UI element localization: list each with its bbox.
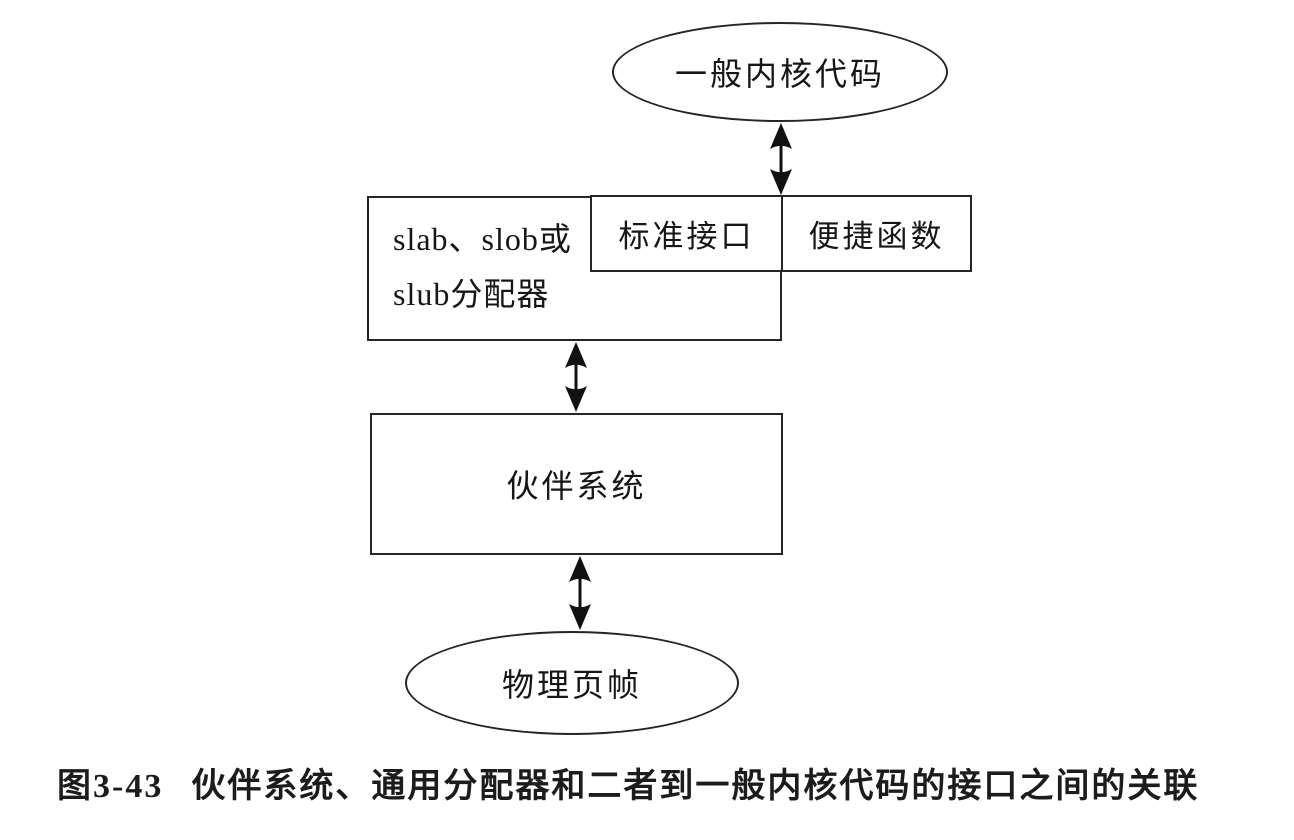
node-convenience-functions: 便捷函数: [781, 195, 972, 272]
node-standard-interface: 标准接口: [590, 195, 783, 272]
figure-caption: 图3-43 伙伴系统、通用分配器和二者到一般内核代码的接口之间的关联: [57, 758, 1287, 807]
allocator-label-line2: slub分配器: [393, 276, 550, 312]
standard-interface-label: 标准接口: [618, 219, 755, 254]
node-physical-page-frames: 物理页帧: [405, 631, 739, 735]
allocator-label-line1: slab、slob或: [393, 221, 572, 257]
double-arrow-allocator-to-buddy-icon: [565, 342, 587, 412]
node-physical-page-frames-label: 物理页帧: [501, 667, 642, 703]
buddy-system-label: 伙伴系统: [506, 468, 647, 504]
figure-number: 图3-43: [57, 768, 164, 805]
node-buddy-system: 伙伴系统: [370, 413, 783, 555]
double-arrow-kernel-to-interface-icon: [770, 123, 792, 195]
double-arrow-buddy-to-pages-icon: [569, 556, 591, 630]
node-general-kernel-code-label: 一般内核代码: [674, 56, 885, 92]
figure-caption-text: 伙伴系统、通用分配器和二者到一般内核代码的接口之间的关联: [191, 768, 1200, 805]
convenience-functions-label: 便捷函数: [808, 219, 945, 254]
node-general-kernel-code: 一般内核代码: [612, 22, 948, 122]
